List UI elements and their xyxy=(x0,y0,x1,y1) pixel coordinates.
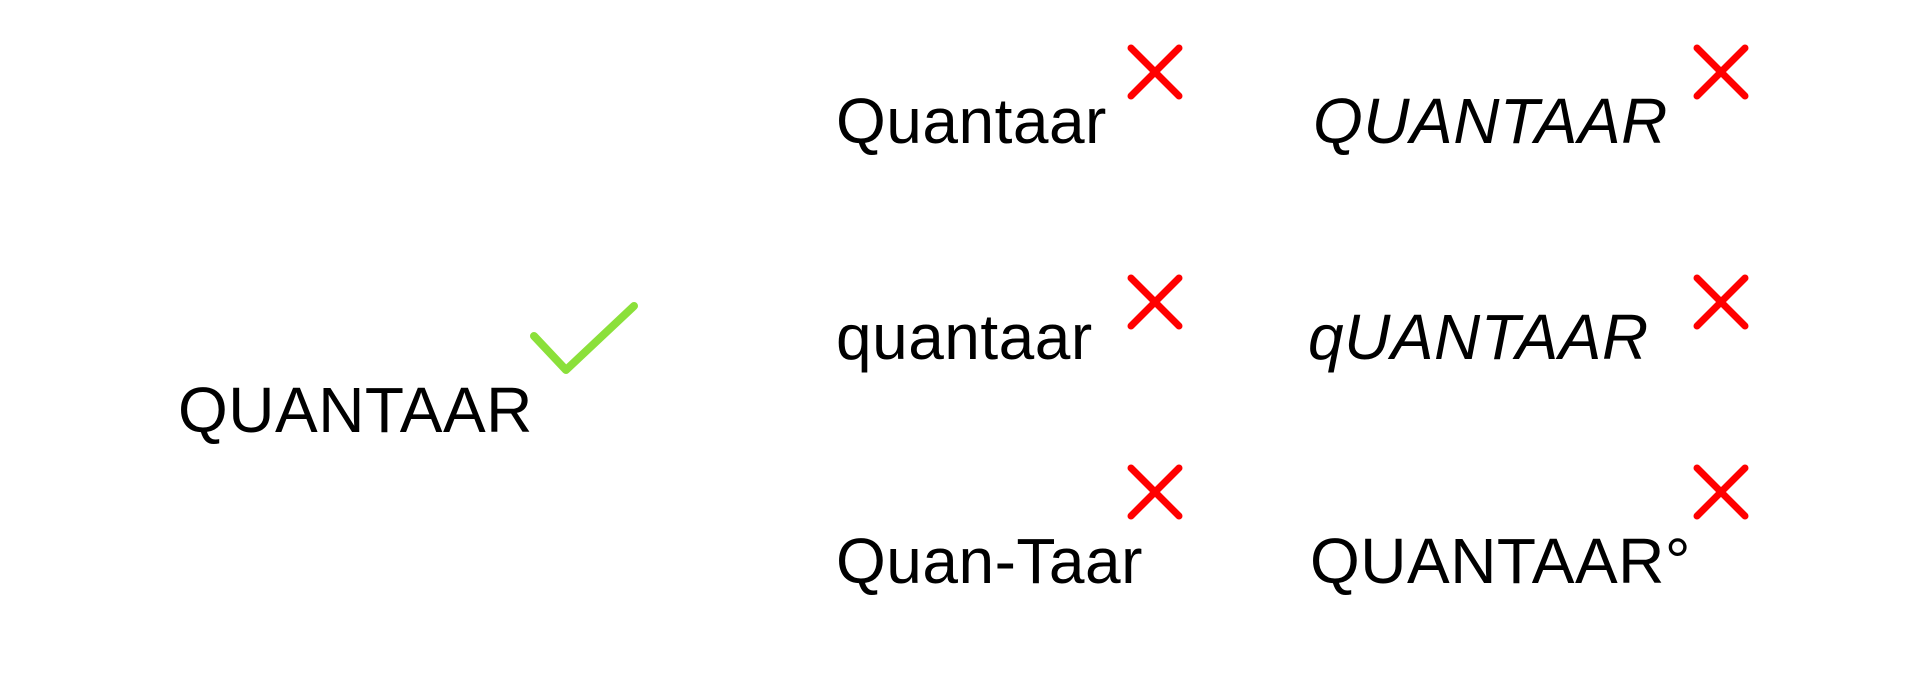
cross-icon xyxy=(1127,44,1183,100)
cross-icon xyxy=(1693,44,1749,100)
correct-logo-text: QUANTAAR xyxy=(178,374,533,446)
incorrect-variant-3: quantaar xyxy=(836,301,1093,373)
cross-icon xyxy=(1127,274,1183,330)
cross-icon xyxy=(1693,464,1749,520)
incorrect-variant-5: Quan-Taar xyxy=(836,525,1143,597)
incorrect-variant-4: qUANTAAR xyxy=(1308,301,1649,373)
checkmark-icon xyxy=(528,300,640,380)
incorrect-variant-6: QUANTAAR° xyxy=(1310,525,1691,597)
cross-icon xyxy=(1127,464,1183,520)
incorrect-variant-1: Quantaar xyxy=(836,85,1107,157)
cross-icon xyxy=(1693,274,1749,330)
incorrect-variant-2: QUANTAAR xyxy=(1313,85,1668,157)
